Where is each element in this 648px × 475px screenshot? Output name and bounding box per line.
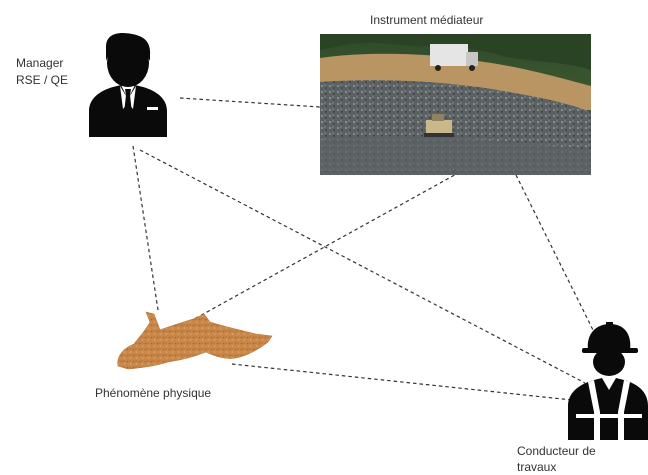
construction-worker-icon: [568, 322, 648, 440]
instrument-label: Instrument médiateur: [370, 13, 484, 27]
conducteur-label-line1: Conducteur de: [517, 444, 596, 458]
manager-label-line2: RSE / QE: [16, 73, 69, 87]
edge-instrument-phenomene: [159, 171, 461, 339]
businessman-icon: [89, 33, 167, 137]
edge-manager-conducteur: [139, 149, 586, 384]
edge-instrument-conducteur: [515, 174, 594, 331]
edge-manager-phenomene: [132, 145, 159, 311]
edge-manager-instrument: [179, 97, 321, 108]
conducteur-label-line2: travaux: [517, 460, 557, 474]
edges: [132, 97, 594, 401]
waste-pile-shape: [117, 311, 273, 370]
edge-phenomene-conducteur: [231, 363, 573, 401]
landfill-photo: [320, 34, 591, 175]
manager-label-line1: Manager: [16, 56, 64, 70]
phenomene-label: Phénomène physique: [95, 386, 212, 400]
